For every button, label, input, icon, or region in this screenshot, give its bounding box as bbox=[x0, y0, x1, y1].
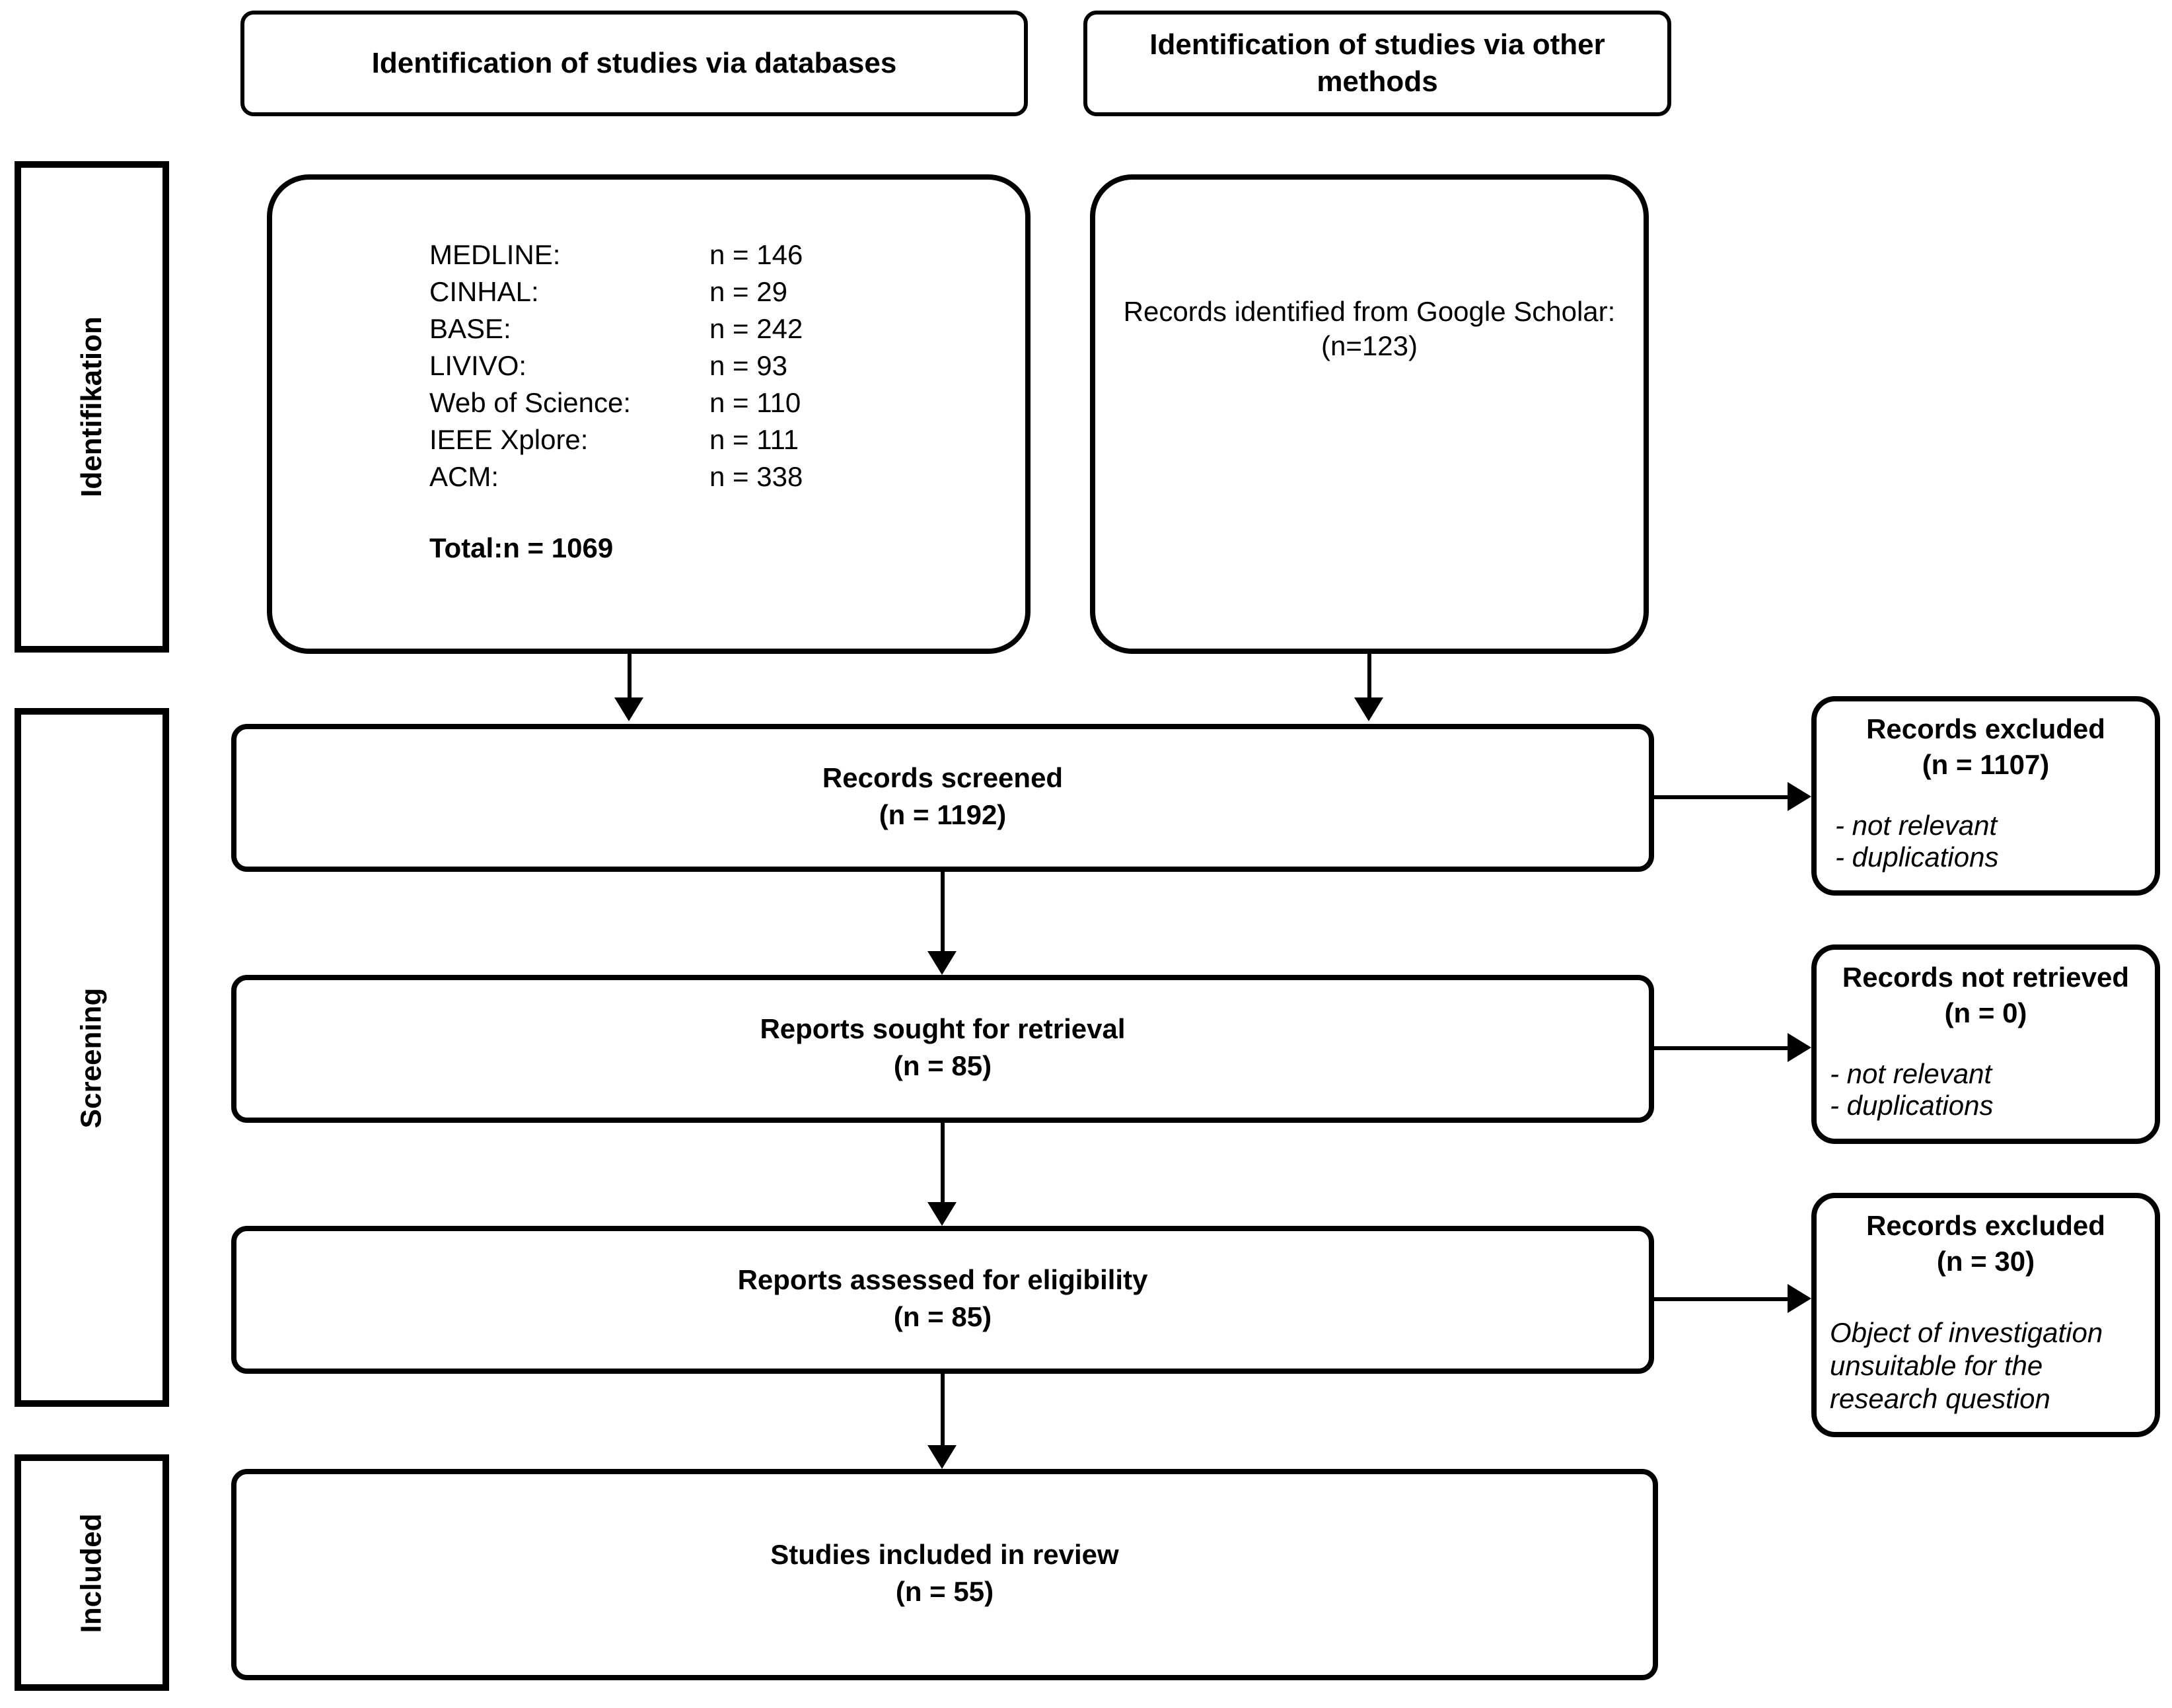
db-source-count: n = 110 bbox=[709, 388, 801, 419]
db-source-count: n = 29 bbox=[709, 277, 787, 308]
google-scholar-line1: Records identified from Google Scholar: bbox=[1123, 297, 1616, 328]
reports-sought-title: Reports sought for retrieval bbox=[760, 1014, 1126, 1045]
excluded-eligibility-reasons: Object of investigation unsuitable for t… bbox=[1830, 1317, 2142, 1416]
header-other-methods-label: Identification of studies via other meth… bbox=[1149, 28, 1605, 98]
arrow-line bbox=[627, 654, 631, 701]
google-scholar-count: (n=123) bbox=[1321, 332, 1418, 362]
arrow-line bbox=[1654, 1297, 1789, 1300]
excluded-eligibility-count: (n = 30) bbox=[1936, 1247, 2035, 1277]
box-records-excluded-eligibility: Records excluded (n = 30) Object of inve… bbox=[1811, 1193, 2160, 1437]
header-other-methods: Identification of studies via other meth… bbox=[1083, 11, 1671, 116]
header-databases: Identification of studies via databases bbox=[240, 11, 1028, 116]
excluded-screening-heading: Records excluded (n = 1107) bbox=[1830, 712, 2142, 783]
arrowhead-down-icon bbox=[1354, 697, 1383, 721]
db-source-count: n = 338 bbox=[709, 462, 803, 493]
db-source-row: LIVIVO: n = 93 bbox=[429, 349, 803, 386]
db-source-count: n = 242 bbox=[709, 314, 803, 345]
not-retrieved-count: (n = 0) bbox=[1944, 999, 2027, 1029]
db-source-row: MEDLINE: n = 146 bbox=[429, 238, 803, 275]
arrow-line bbox=[940, 1123, 944, 1206]
arrowhead-down-icon bbox=[927, 1202, 957, 1226]
reason-item: Object of investigation unsuitable for t… bbox=[1830, 1318, 2103, 1415]
db-source-name: ACM: bbox=[429, 462, 499, 493]
excluded-eligibility-title: Records excluded bbox=[1866, 1211, 2105, 1242]
box-studies-included: Studies included in review (n = 55) bbox=[231, 1469, 1658, 1680]
db-source-name: IEEE Xplore: bbox=[429, 425, 589, 456]
studies-included-title: Studies included in review bbox=[770, 1540, 1119, 1571]
arrowhead-down-icon bbox=[614, 697, 643, 721]
excluded-screening-title: Records excluded bbox=[1866, 715, 2105, 745]
reports-assessed-title: Reports assessed for eligibility bbox=[737, 1265, 1148, 1296]
stage-included-text: Included bbox=[74, 1512, 108, 1633]
arrowhead-down-icon bbox=[927, 1445, 957, 1469]
studies-included-count: (n = 55) bbox=[895, 1577, 994, 1608]
db-source-name: BASE: bbox=[429, 314, 511, 345]
stage-screening-text: Screening bbox=[75, 987, 108, 1128]
db-source-row: BASE: n = 242 bbox=[429, 312, 803, 349]
reason-item: - not relevant bbox=[1835, 811, 1998, 841]
arrow-line bbox=[940, 872, 944, 955]
reason-item: - not relevant bbox=[1830, 1059, 1992, 1090]
stage-label-identification: Identifikation bbox=[15, 161, 169, 653]
not-retrieved-title: Records not retrieved bbox=[1842, 963, 2130, 993]
db-source-name: CINHAL: bbox=[429, 277, 539, 308]
db-source-row: IEEE Xplore: n = 111 bbox=[429, 423, 803, 460]
box-records-not-retrieved: Records not retrieved (n = 0) - not rele… bbox=[1811, 944, 2160, 1144]
arrowhead-down-icon bbox=[927, 951, 957, 975]
db-total-count: n = 1069 bbox=[503, 534, 614, 564]
arrow-line bbox=[1654, 795, 1789, 799]
spacer bbox=[1830, 1032, 2142, 1059]
db-source-row: CINHAL: n = 29 bbox=[429, 275, 803, 312]
spacer bbox=[1830, 783, 2142, 811]
db-source-count: n = 146 bbox=[709, 240, 803, 271]
arrow-line bbox=[940, 1374, 944, 1449]
excluded-screening-count: (n = 1107) bbox=[1922, 750, 2050, 781]
google-scholar-text: Records identified from Google Scholar: … bbox=[1095, 180, 1644, 365]
stage-identification-text: Identifikation bbox=[75, 316, 108, 497]
box-database-records: MEDLINE: n = 146 CINHAL: n = 29 BASE: n … bbox=[267, 174, 1031, 654]
arrow-line bbox=[1367, 654, 1371, 701]
db-total-label: Total: bbox=[429, 534, 503, 564]
box-records-excluded-screening: Records excluded (n = 1107) - not releva… bbox=[1811, 696, 2160, 896]
stage-label-screening: Screening bbox=[15, 708, 169, 1407]
db-source-name: MEDLINE: bbox=[429, 240, 561, 271]
box-reports-sought: Reports sought for retrieval (n = 85) bbox=[231, 975, 1654, 1123]
db-source-name: LIVIVO: bbox=[429, 351, 527, 382]
box-reports-assessed: Reports assessed for eligibility (n = 85… bbox=[231, 1226, 1654, 1374]
reports-sought-count: (n = 85) bbox=[893, 1051, 992, 1082]
records-screened-title: Records screened bbox=[822, 764, 1064, 794]
db-source-count: n = 111 bbox=[709, 425, 799, 456]
arrowhead-right-icon bbox=[1788, 1284, 1811, 1313]
not-retrieved-heading: Records not retrieved (n = 0) bbox=[1830, 960, 2142, 1032]
spacer bbox=[1830, 1280, 2142, 1317]
arrowhead-right-icon bbox=[1788, 782, 1811, 811]
arrow-line bbox=[1654, 1046, 1789, 1050]
database-source-list: MEDLINE: n = 146 CINHAL: n = 29 BASE: n … bbox=[429, 238, 803, 568]
db-source-count: n = 93 bbox=[709, 351, 787, 382]
not-retrieved-reasons: - not relevant - duplications bbox=[1830, 1059, 2142, 1123]
records-screened-count: (n = 1192) bbox=[879, 801, 1007, 831]
header-databases-label: Identification of studies via databases bbox=[371, 46, 897, 79]
box-records-screened: Records screened (n = 1192) bbox=[231, 724, 1654, 872]
db-source-row: Web of Science: n = 110 bbox=[429, 386, 803, 423]
excluded-screening-reasons: - not relevant - duplications bbox=[1830, 811, 2142, 874]
db-source-name: Web of Science: bbox=[429, 388, 632, 419]
stage-label-included: Included bbox=[15, 1454, 169, 1691]
reason-item: - duplications bbox=[1830, 1091, 1994, 1121]
db-source-row: ACM: n = 338 bbox=[429, 460, 803, 497]
excluded-eligibility-heading: Records excluded (n = 30) bbox=[1830, 1209, 2142, 1280]
arrowhead-right-icon bbox=[1788, 1033, 1811, 1062]
reports-assessed-count: (n = 85) bbox=[893, 1302, 992, 1333]
box-google-scholar-records: Records identified from Google Scholar: … bbox=[1090, 174, 1649, 654]
db-total-row: Total: n = 1069 bbox=[429, 531, 803, 568]
reason-item: - duplications bbox=[1835, 843, 1999, 873]
